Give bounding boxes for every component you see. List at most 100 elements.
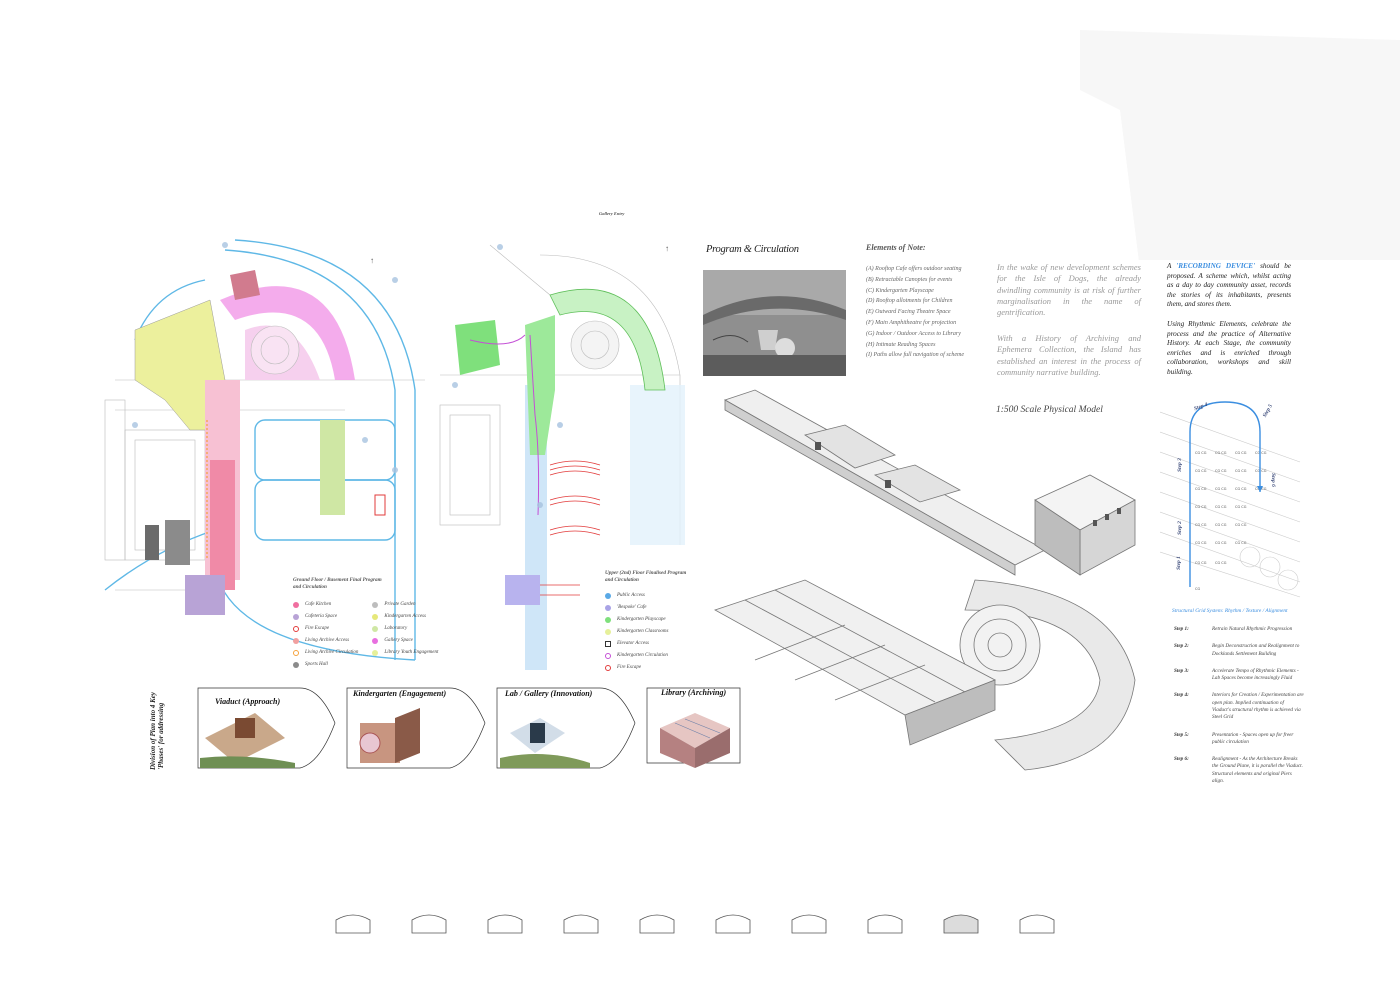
gallery-entry-label: Gallery Entry	[599, 211, 625, 216]
legend-item: Living Archive Circulation	[293, 647, 358, 659]
legend-swatch-icon	[372, 601, 379, 608]
element-of-note-item: (I) Paths allow full navigation of schem…	[866, 352, 964, 359]
elements-of-note-list: (A) Rooftop Cafe offers outdoor seating (…	[866, 266, 996, 363]
grid-step-text: Interiors for Creation / Experimentation…	[1212, 692, 1304, 721]
upper-floor-plan	[439, 244, 685, 670]
page-arch-button[interactable]	[1019, 912, 1055, 934]
page-arch-button[interactable]	[791, 912, 827, 934]
legend-label: 'Bespoke' Cafe	[617, 605, 647, 610]
svg-text:CG CG: CG CG	[1215, 469, 1227, 473]
element-of-note-item: (F) Main Amphitheatre for projection	[866, 319, 957, 326]
svg-text:CG CG: CG CG	[1235, 523, 1247, 527]
page-arch-button[interactable]	[563, 912, 599, 934]
legend-item: Kindergarten Access	[372, 611, 438, 623]
svg-text:CG CG: CG CG	[1235, 541, 1247, 545]
svg-text:CG CG: CG CG	[1215, 561, 1227, 565]
legend-label: Elevator Access	[617, 641, 649, 646]
elements-title: Elements of Note:	[866, 243, 926, 252]
svg-text:CG CG: CG CG	[1255, 469, 1267, 473]
grid-step-row: Step 3: Accelerate Tempo of Rhythmic Elem…	[1174, 668, 1304, 683]
grid-step-key: Step 5:	[1174, 731, 1189, 738]
svg-text:CG CG: CG CG	[1235, 451, 1247, 455]
phase-library-label: Library (Archiving)	[661, 688, 727, 697]
page-arch-button[interactable]	[411, 912, 447, 934]
legend-label: Cafe Kitchen	[305, 602, 332, 607]
grid-step-text: Realignment - As the Architecture Breaks…	[1212, 756, 1303, 784]
grid-step-text: Retrain Natural Rhythmic Progression	[1212, 626, 1293, 632]
legend-label: Cafeteria Space	[305, 614, 338, 619]
legend-item: Kindergarten Playscape	[605, 614, 715, 626]
phases-diagram	[197, 687, 741, 769]
phase-viaduct-label: Viaduct (Approach)	[215, 697, 281, 706]
grid-step-row: Step 6: Realignment - As the Architecture…	[1174, 756, 1304, 785]
svg-text:CG CG: CG CG	[1195, 561, 1207, 565]
legend-item: Kindergarten Circulation	[605, 650, 715, 662]
legend-swatch-icon	[293, 661, 299, 668]
svg-text:CG CG: CG CG	[1215, 523, 1227, 527]
svg-text:CG CG: CG CG	[1215, 541, 1227, 545]
legend-item: Sports Hall	[293, 659, 358, 671]
legend-swatch-icon	[372, 625, 379, 632]
grid-steps-list: Step 1:Retrain Natural Rhythmic Progress…	[1174, 626, 1304, 795]
legend-swatch-icon	[293, 625, 299, 632]
grid-step-label-2: Step 2	[1177, 521, 1183, 535]
page-arch-button[interactable]	[943, 912, 979, 934]
legend-title: Ground Floor / Basement Final Program an…	[293, 577, 382, 590]
legend-label: Fire Escape	[305, 626, 330, 631]
element-of-note-item: (B) Retractable Canopies for events	[866, 276, 953, 283]
legend-label: Kindergarten Playscape	[617, 617, 666, 622]
legend-swatch-icon	[293, 601, 299, 608]
legend-label: Public Access	[617, 593, 645, 598]
upper-floor-legend: Upper (2nd) Floor Finalised Program and …	[605, 570, 715, 674]
element-of-note-item: (H) Intimate Reading Spaces	[866, 341, 936, 348]
svg-text:CG CG: CG CG	[1195, 487, 1207, 491]
legend-title-right: Upper (2nd) Floor Finalised Program and …	[605, 570, 687, 583]
legend-swatch-icon	[605, 652, 611, 659]
phase-kindergarten-label: Kindergarten (Engagement)	[353, 689, 447, 698]
legend-label: Fire Escape	[617, 665, 642, 670]
grid-step-text: Begin Deconstruction and Realignment to …	[1212, 643, 1300, 657]
phase-lab-gallery-label: Lab / Gallery (Innovation)	[505, 689, 593, 698]
program-title: Program & Circulation	[706, 244, 799, 255]
svg-text:CG CG: CG CG	[1195, 541, 1207, 545]
legend-swatch-icon	[293, 613, 299, 620]
phases-side-label-wrap: Division of Plan into 4 Key 'Phases' for…	[149, 688, 166, 770]
legend-label: Kindergarten Circulation	[617, 653, 668, 658]
legend-item: Cafe Kitchen	[293, 599, 358, 611]
page-arch-button[interactable]	[639, 912, 675, 934]
page-arch-button[interactable]	[867, 912, 903, 934]
legend-swatch-icon	[293, 637, 299, 644]
recording-paragraph: A 'RECORDING DEVICE' should be proposed.…	[1167, 262, 1291, 310]
legend-swatch-icon	[605, 628, 611, 635]
svg-text:CG CG: CG CG	[1215, 505, 1227, 509]
legend-swatch-icon	[605, 664, 611, 671]
legend-item: Cafeteria Space	[293, 611, 358, 623]
svg-text:CG CG: CG CG	[1235, 469, 1247, 473]
legend-label: Living Archive Circulation	[305, 650, 359, 655]
ground-floor-legend: Ground Floor / Basement Final Program an…	[293, 577, 443, 671]
element-of-note-item: (A) Rooftop Cafe offers outdoor seating	[866, 266, 962, 272]
background-shape	[1080, 30, 1400, 260]
legend-label: Sports Hall	[305, 662, 328, 667]
legend-swatch-icon	[372, 637, 379, 644]
legend-label: Kindergarten Classrooms	[617, 629, 669, 634]
phases-side-label: Division of Plan into 4 Key 'Phases' for…	[149, 692, 165, 770]
legend-item: Living Archive Access	[293, 635, 358, 647]
grid-step-label-1: Step 1	[1176, 556, 1182, 570]
model-caption: 1:500 Scale Physical Model	[996, 405, 1103, 415]
legend-swatch-icon	[293, 649, 299, 656]
grid-step-key: Step 4:	[1174, 692, 1189, 699]
legend-item: Private Garden	[372, 599, 438, 611]
north-arrow-icon: ↑	[370, 256, 374, 265]
grid-step-key: Step 3:	[1174, 667, 1189, 674]
page-arch-button[interactable]	[715, 912, 751, 934]
recording-rest: should be proposed. A scheme which, whil…	[1167, 262, 1291, 309]
grid-step-text: Accelerate Tempo of Rhythmic Elements - …	[1212, 667, 1299, 682]
page-arch-button[interactable]	[335, 912, 371, 934]
north-arrow-right-icon: ↑	[665, 244, 669, 253]
page-arch-button[interactable]	[487, 912, 523, 934]
grid-step-row: Step 1:Retrain Natural Rhythmic Progress…	[1174, 626, 1304, 633]
rhythmic-paragraph: Using Rhythmic Elements, celebrate the p…	[1167, 320, 1291, 376]
legend-label: Gallery Space	[384, 638, 413, 643]
grid-step-key: Step 6:	[1174, 756, 1189, 763]
